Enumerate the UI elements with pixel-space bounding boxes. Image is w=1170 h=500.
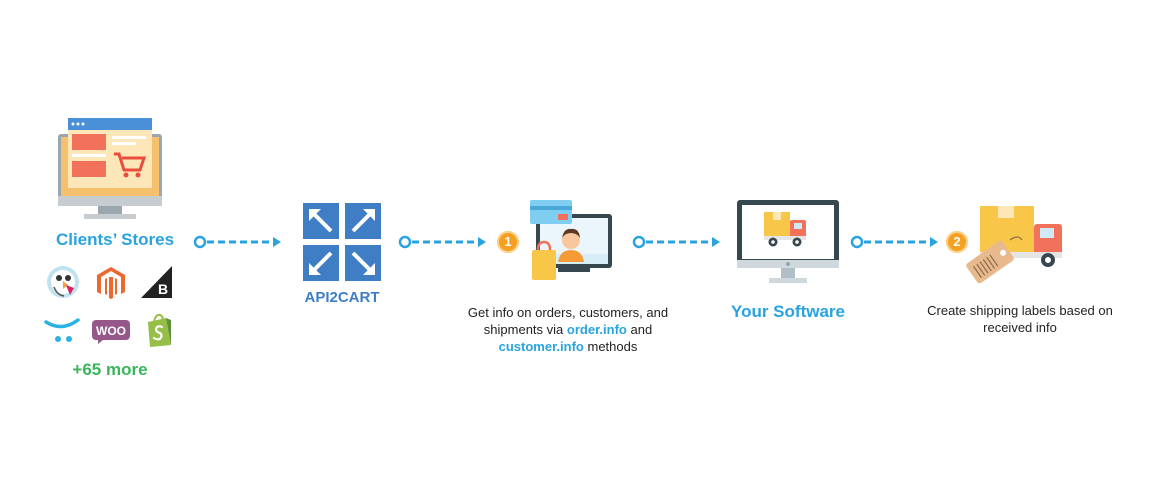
step-2-line-2: received info — [983, 320, 1057, 335]
step-1-text-via: shipments via — [483, 322, 564, 337]
step-2-line-1: Create shipping labels based on — [927, 303, 1113, 318]
opencart-icon — [44, 318, 80, 346]
more-platforms-label: +65 more — [72, 360, 148, 379]
step-1-line-2: shipments via order.info and — [432, 321, 704, 338]
svg-text:WOO: WOO — [96, 324, 126, 338]
clients-stores-title: Clients’ Stores — [55, 230, 175, 249]
flow-arrow-3 — [632, 235, 722, 249]
woocommerce-icon: WOO — [92, 320, 130, 344]
step-1-text-methods: methods — [587, 339, 638, 354]
bigcommerce-icon: B — [140, 265, 174, 299]
api2cart-label: API2CART — [304, 289, 380, 306]
magento-icon — [94, 265, 128, 301]
step-1-badge: 1 — [497, 231, 519, 253]
step-2-description: Create shipping labels based on received… — [906, 302, 1134, 336]
store-illustration — [58, 118, 162, 222]
step-1-line-1: Get info on orders, customers, and — [467, 305, 669, 320]
shopify-icon — [144, 312, 174, 348]
step-1-line-3: customer.info methods — [432, 338, 704, 355]
step-1-text-and: and — [630, 322, 653, 337]
customer-info-method[interactable]: customer.info — [498, 339, 584, 354]
step-1-description: Get info on orders, customers, and shipm… — [432, 304, 704, 355]
order-info-method[interactable]: order.info — [566, 322, 627, 337]
software-monitor-illustration — [737, 198, 839, 290]
prestashop-icon — [46, 265, 80, 299]
api2cart-logo — [303, 203, 381, 281]
svg-text:B: B — [158, 281, 168, 297]
flow-arrow-1 — [193, 235, 283, 249]
flow-arrow-2 — [398, 235, 488, 249]
your-software-label: Your Software — [731, 302, 845, 321]
shipping-label-illustration — [960, 200, 1066, 290]
flow-arrow-4 — [850, 235, 940, 249]
step-2-badge: 2 — [946, 231, 968, 253]
customer-info-illustration — [528, 198, 614, 284]
